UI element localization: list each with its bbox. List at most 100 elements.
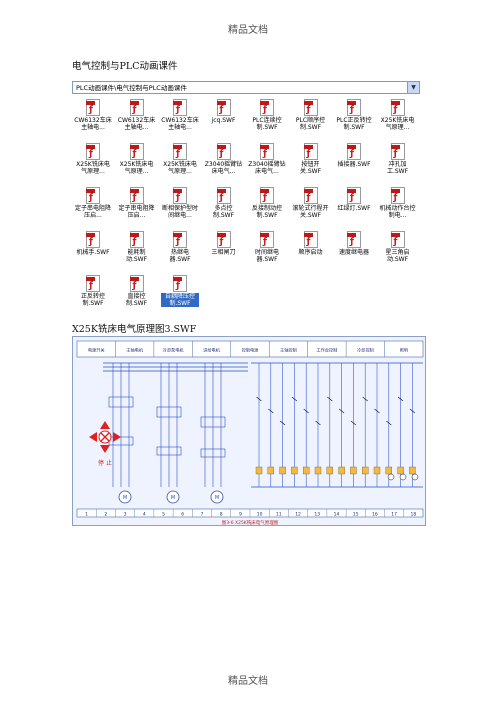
column-number: 2: [104, 511, 107, 517]
arrow-up-icon: [100, 421, 110, 429]
cross-icon: [100, 432, 110, 442]
motor-icon: [118, 490, 132, 504]
file-name: PLC正反转控制.SWF: [336, 117, 372, 131]
column-number: 9: [239, 511, 242, 517]
file-name: CW6132车床主轴电...: [117, 117, 156, 131]
swf-file-icon: ƒ: [129, 187, 144, 204]
swf-file-icon: ƒ: [303, 99, 318, 116]
coil: [362, 466, 369, 475]
lamp-icon: [399, 473, 407, 481]
file-name: CW6132车床主轴电...: [74, 117, 112, 131]
file-name: 正反转控制.SWF: [80, 293, 105, 307]
contactor-box: [108, 396, 134, 408]
column-number: 18: [411, 511, 417, 517]
column-number: 3: [124, 511, 127, 517]
swf-file-icon: ƒ: [303, 187, 318, 204]
file-name: 三相闸刀: [211, 249, 236, 256]
chevron-down-icon[interactable]: ▼: [407, 82, 419, 93]
file-name: 冲孔加工.SWF: [386, 161, 409, 175]
address-bar[interactable]: PLC动画课件\电气控制与PLC动画课件 ▼: [72, 81, 420, 94]
file-name: 反接制动控制.SWF: [251, 205, 282, 219]
swf-file-icon: ƒ: [260, 143, 274, 160]
page-header: 精品文档: [228, 25, 268, 36]
file-name: jcq.SWF: [211, 117, 236, 124]
contactor-box: [156, 406, 182, 418]
relay-box: [156, 446, 182, 456]
coil: [385, 466, 392, 475]
file-name: 机械动作台控制电...: [379, 205, 416, 219]
coil: [255, 466, 263, 475]
control-contact: [327, 396, 333, 402]
page-footer: 精品文档: [228, 676, 268, 687]
column-number: 13: [314, 511, 320, 517]
column-number: 14: [334, 511, 340, 517]
title-cell: 电源开关: [88, 347, 105, 354]
swf-file-icon: ƒ: [129, 275, 144, 292]
figure-footer-label: 图3-6 X25K铣床电气原理图: [222, 519, 279, 526]
swf-file-icon: ƒ: [173, 275, 187, 292]
column-number: 11: [276, 511, 282, 517]
swf-file-icon: ƒ: [390, 231, 405, 248]
title-cell: 主轴电机: [126, 347, 144, 354]
swf-file-icon: ƒ: [86, 275, 100, 292]
coil: [326, 466, 334, 475]
arrow-down-icon: [100, 445, 110, 453]
file-name: 顺序启动: [298, 249, 323, 256]
coil: [291, 466, 298, 475]
file-name: 自耦降压控制.SWF: [161, 293, 199, 307]
swf-file-icon: ƒ: [303, 143, 318, 160]
file-name: 星三角启动.SWF: [385, 249, 410, 263]
swf-file-icon: ƒ: [86, 143, 100, 160]
file-name: 断相保护型时间继电...: [161, 205, 198, 219]
swf-file-icon: ƒ: [86, 231, 100, 248]
motor-label: M: [171, 495, 175, 501]
swf-file-icon: ƒ: [129, 143, 144, 160]
control-contact: [362, 396, 368, 402]
file-name: Z3040摇臂钻床电气...: [204, 161, 243, 175]
swf-file-icon: ƒ: [216, 187, 231, 204]
motor-icon: [166, 490, 180, 504]
swf-file-icon: ƒ: [216, 143, 231, 160]
coil: [267, 466, 275, 475]
swf-file-icon: ƒ: [173, 187, 187, 204]
file-name: 能耗制动.SWF: [125, 249, 148, 263]
swf-file-icon: ƒ: [216, 99, 231, 116]
title-cell: 冷却泵电机: [163, 347, 185, 354]
